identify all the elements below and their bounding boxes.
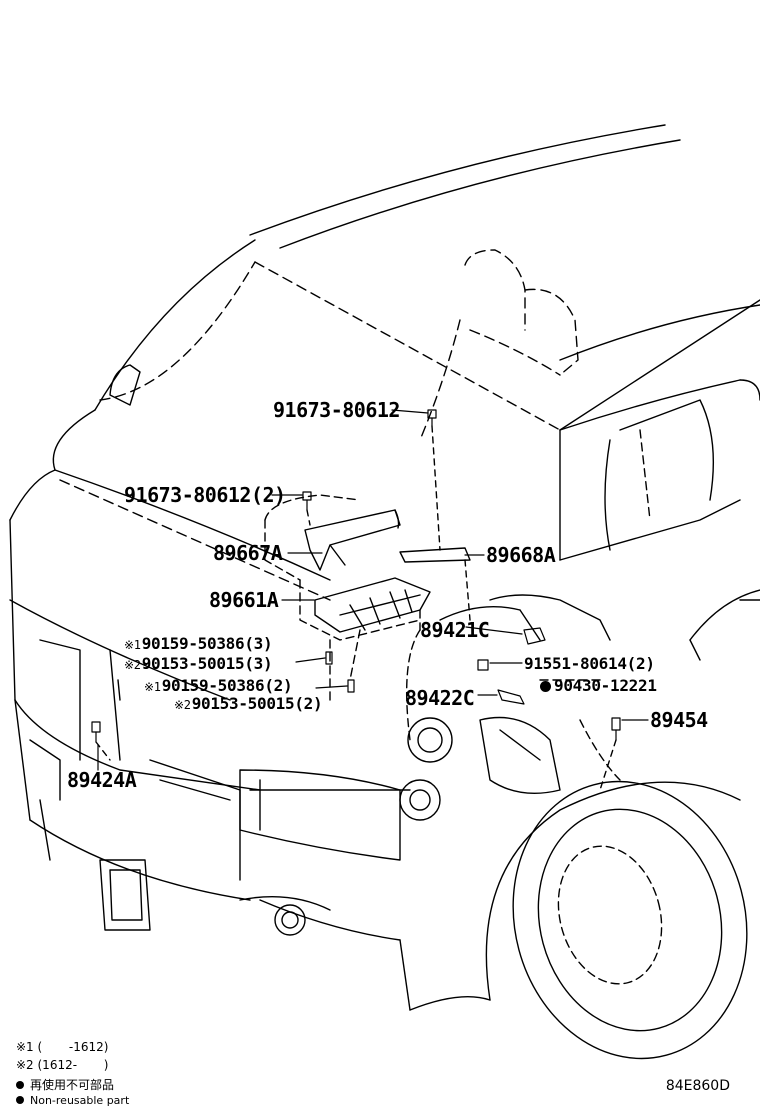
part-number: 90153-50015(3) (141, 654, 273, 673)
part-number: 90430-12221 (554, 676, 657, 695)
legend-text: 再使用不可部品 (30, 1078, 115, 1092)
legend-non-reusable-jp: 再使用不可部品 (16, 1076, 114, 1093)
part-label-89424a: 89424A (67, 768, 137, 792)
bullet-dot-icon (16, 1096, 24, 1104)
part-number: 90159-50386(2) (161, 676, 293, 695)
footnote-mark-1: ※1 (144, 680, 161, 694)
part-label-90153-50015-qty3: ※290153-50015(3) (124, 654, 273, 673)
footnote-mark-1: ※1 (124, 638, 141, 652)
part-label-91673-80612-qty2: 91673-80612(2) (124, 483, 286, 507)
part-label-90159-50386-qty2: ※190159-50386(2) (144, 676, 293, 695)
diagram-code: 84E860D (665, 1078, 730, 1094)
part-label-89661a: 89661A (209, 588, 279, 612)
part-label-89667a: 89667A (213, 541, 283, 565)
footnote-mark-2: ※2 (124, 658, 141, 672)
part-label-89668a: 89668A (486, 543, 556, 567)
part-label-89421c: 89421C (420, 618, 490, 642)
non-reusable-dot-icon (540, 681, 551, 692)
part-label-89454: 89454 (650, 708, 708, 732)
bullet-dot-icon (16, 1081, 24, 1089)
legend-footnote-1: ※1 ( -1612) (16, 1040, 109, 1054)
legend-non-reusable-en: Non-reusable part (16, 1094, 129, 1107)
part-label-90159-50386-qty3: ※190159-50386(3) (124, 634, 273, 653)
part-number: 90153-50015(2) (191, 694, 323, 713)
part-number: 90159-50386(3) (141, 634, 273, 653)
part-label-91673-80612: 91673-80612 (273, 398, 400, 422)
part-label-91551-80614-qty2: 91551-80614(2) (524, 654, 655, 673)
part-label-90430-12221: 90430-12221 (540, 678, 657, 694)
footnote-mark-2: ※2 (174, 698, 191, 712)
part-label-90153-50015-qty2: ※290153-50015(2) (174, 694, 323, 713)
legend-footnote-2: ※2 (1612- ) (16, 1058, 109, 1072)
legend-text: Non-reusable part (30, 1094, 130, 1107)
part-label-89422c: 89422C (405, 686, 475, 710)
